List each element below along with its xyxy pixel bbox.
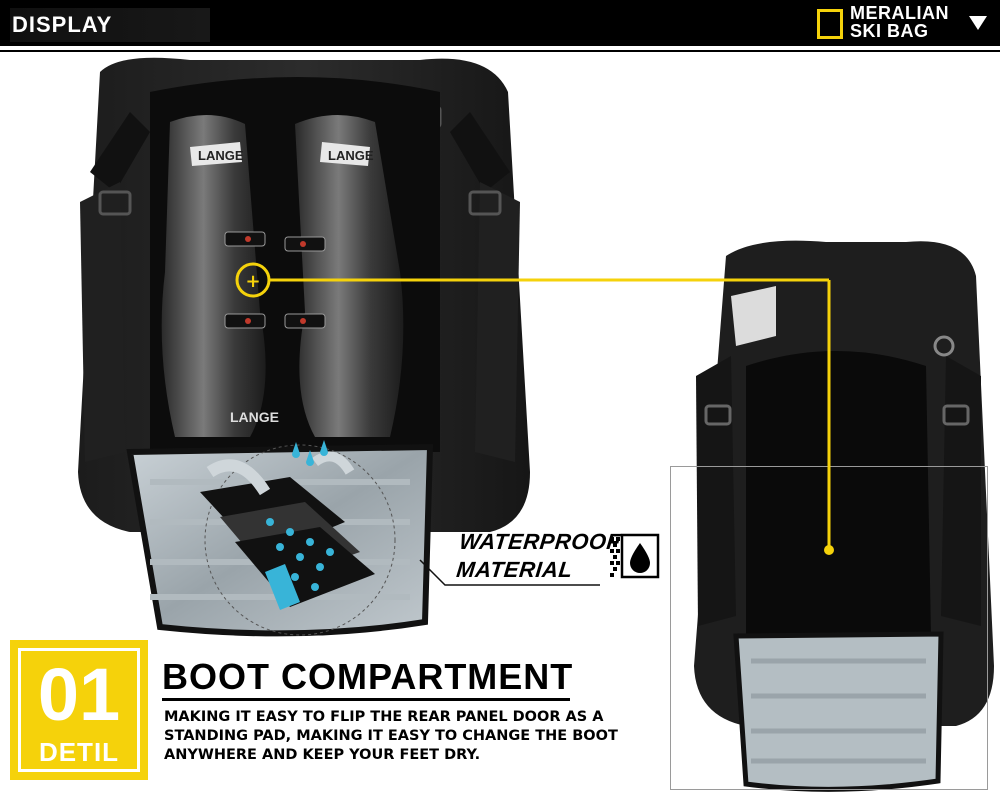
- header-bar: DISPLAY MERALIAN SKI BAG: [0, 0, 1000, 46]
- page-title: DISPLAY: [10, 8, 210, 42]
- product-photo-bag-inset: [676, 236, 998, 796]
- chevron-down-icon[interactable]: [968, 14, 988, 32]
- product-photo-open-bag: LANGE LANGE LANGE: [60, 52, 540, 652]
- feature-title: BOOT COMPARTMENT: [162, 656, 574, 697]
- brand-name: MERALIAN SKI BAG: [850, 3, 949, 41]
- waterproof-label: WATERPROOF MATERIAL: [455, 529, 622, 582]
- waterproof-drop-icon: [610, 533, 660, 579]
- feature-description: MAKING IT EASY TO FLIP THE REAR PANEL DO…: [164, 709, 618, 763]
- feature-number: 01: [37, 653, 121, 736]
- header-divider: [0, 50, 1000, 52]
- brand-logo-box: [817, 9, 843, 39]
- svg-text:LANGE: LANGE: [230, 409, 279, 425]
- feature-number-sub: DETIL: [38, 737, 120, 767]
- svg-text:LANGE: LANGE: [328, 148, 374, 163]
- boot-brand-text: LANGE: [198, 148, 244, 163]
- feature-title-underline: [162, 698, 570, 701]
- feature-number-badge: 01 DETIL: [10, 640, 148, 780]
